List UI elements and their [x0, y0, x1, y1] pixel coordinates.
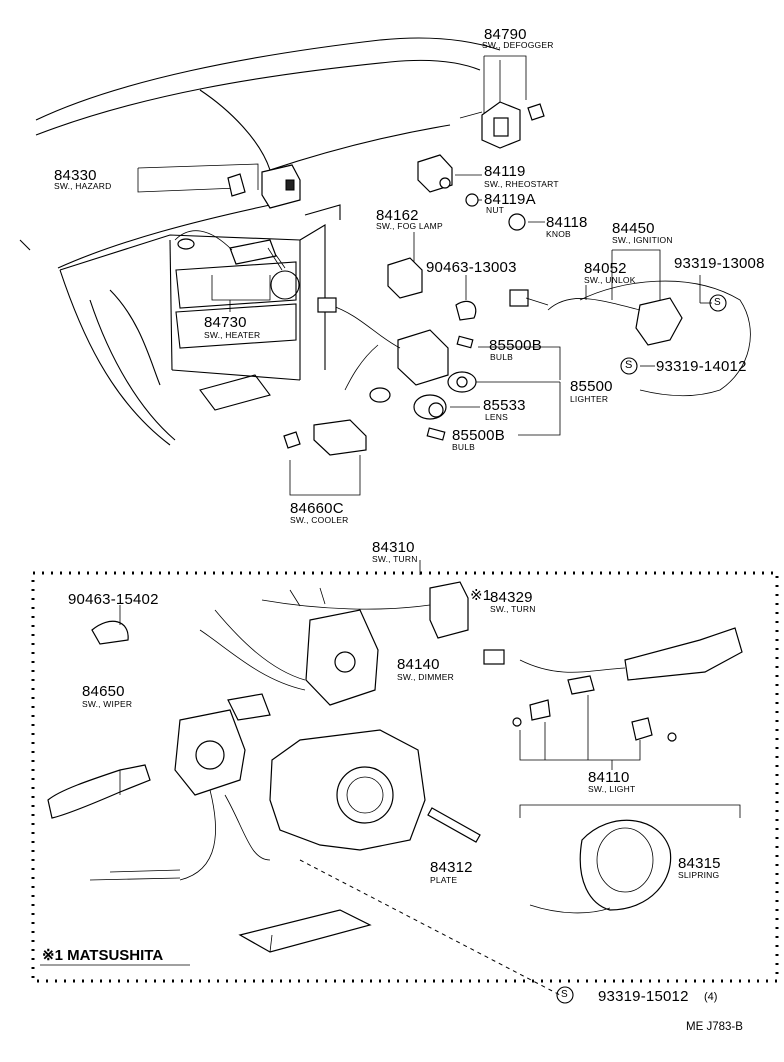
parts-lower: [40, 581, 743, 1004]
part-name-84119: SW., RHEOSTART: [484, 179, 559, 189]
part-number-90463-13003: 90463-13003: [426, 259, 517, 276]
screw-mark-2: S: [561, 989, 568, 1000]
part-name-85500b-2: BULB: [452, 442, 476, 452]
part-number-85533: 85533: [483, 397, 526, 414]
part-name-84730: SW., HEATER: [204, 330, 261, 340]
part-name-84450: SW., IGNITION: [612, 235, 673, 245]
part-number-93319-14012: 93319-14012: [656, 358, 747, 375]
part-name-84118: KNOB: [546, 229, 571, 239]
part-name-84312: PLATE: [430, 875, 458, 885]
part-number-84312: 84312: [430, 859, 473, 876]
part-name-84052: SW., UNLOK: [584, 275, 636, 285]
part-number-84730: 84730: [204, 314, 247, 331]
part-number-90463-15402: 90463-15402: [68, 591, 159, 608]
part-name-85533: LENS: [485, 412, 509, 422]
part-number-85500b-1: 85500B: [489, 337, 542, 354]
part-name-84119a: NUT: [486, 205, 505, 215]
part-number-85500b-2: 85500B: [452, 427, 505, 444]
part-name-84140: SW., DIMMER: [397, 672, 454, 682]
part-number-84310: 84310: [372, 539, 415, 556]
part-name-84329: SW., TURN: [490, 604, 536, 614]
part-number-84450: 84450: [612, 220, 655, 237]
part-number-84140: 84140: [397, 656, 440, 673]
part-name-84162: SW., FOG LAMP: [376, 221, 443, 231]
part-name-84310: SW., TURN: [372, 554, 418, 564]
part-name-84315: SLIPRING: [678, 870, 720, 880]
part-number-84650: 84650: [82, 683, 125, 700]
part-number-84119a: 84119A: [484, 191, 536, 208]
diagram-code: ME J783-B: [686, 1021, 743, 1033]
part-quantity-93319-15012: (4): [704, 991, 718, 1003]
part-name-85500: LIGHTER: [570, 394, 609, 404]
part-number-84052: 84052: [584, 260, 627, 277]
part-name-84660c: SW., COOLER: [290, 515, 349, 525]
part-number-93319-15012: 93319-15012: [598, 988, 689, 1005]
part-name-85500b-1: BULB: [490, 352, 514, 362]
part-number-84329: 84329: [490, 589, 533, 606]
dashboard-outline: [19, 37, 501, 446]
screw-mark-3: S: [714, 297, 721, 308]
part-number-84660c: 84660C: [290, 500, 344, 517]
part-number-84790: 84790: [484, 26, 527, 43]
part-number-84162: 84162: [376, 207, 419, 224]
parts-upper: [174, 101, 751, 456]
part-name-84110: SW., LIGHT: [588, 784, 636, 794]
part-number-84110: 84110: [588, 769, 630, 786]
part-number-93319-13008: 93319-13008: [674, 255, 765, 272]
part-number-84118: 84118: [546, 214, 588, 231]
screw-mark-1: S: [625, 359, 633, 371]
part-number-84315: 84315: [678, 855, 721, 872]
part-mark-84329: ※1: [470, 587, 492, 604]
part-number-84119: 84119: [484, 163, 526, 180]
legend-note: ※1 MATSUSHITA: [42, 947, 164, 964]
part-name-84650: SW., WIPER: [82, 699, 133, 709]
part-number-84330: 84330: [54, 167, 97, 184]
leader-lines-upper: [137, 55, 712, 496]
part-name-84330: SW., HAZARD: [54, 181, 112, 191]
part-number-85500: 85500: [570, 378, 613, 395]
part-name-84790: SW., DEFOGGER: [482, 40, 554, 50]
